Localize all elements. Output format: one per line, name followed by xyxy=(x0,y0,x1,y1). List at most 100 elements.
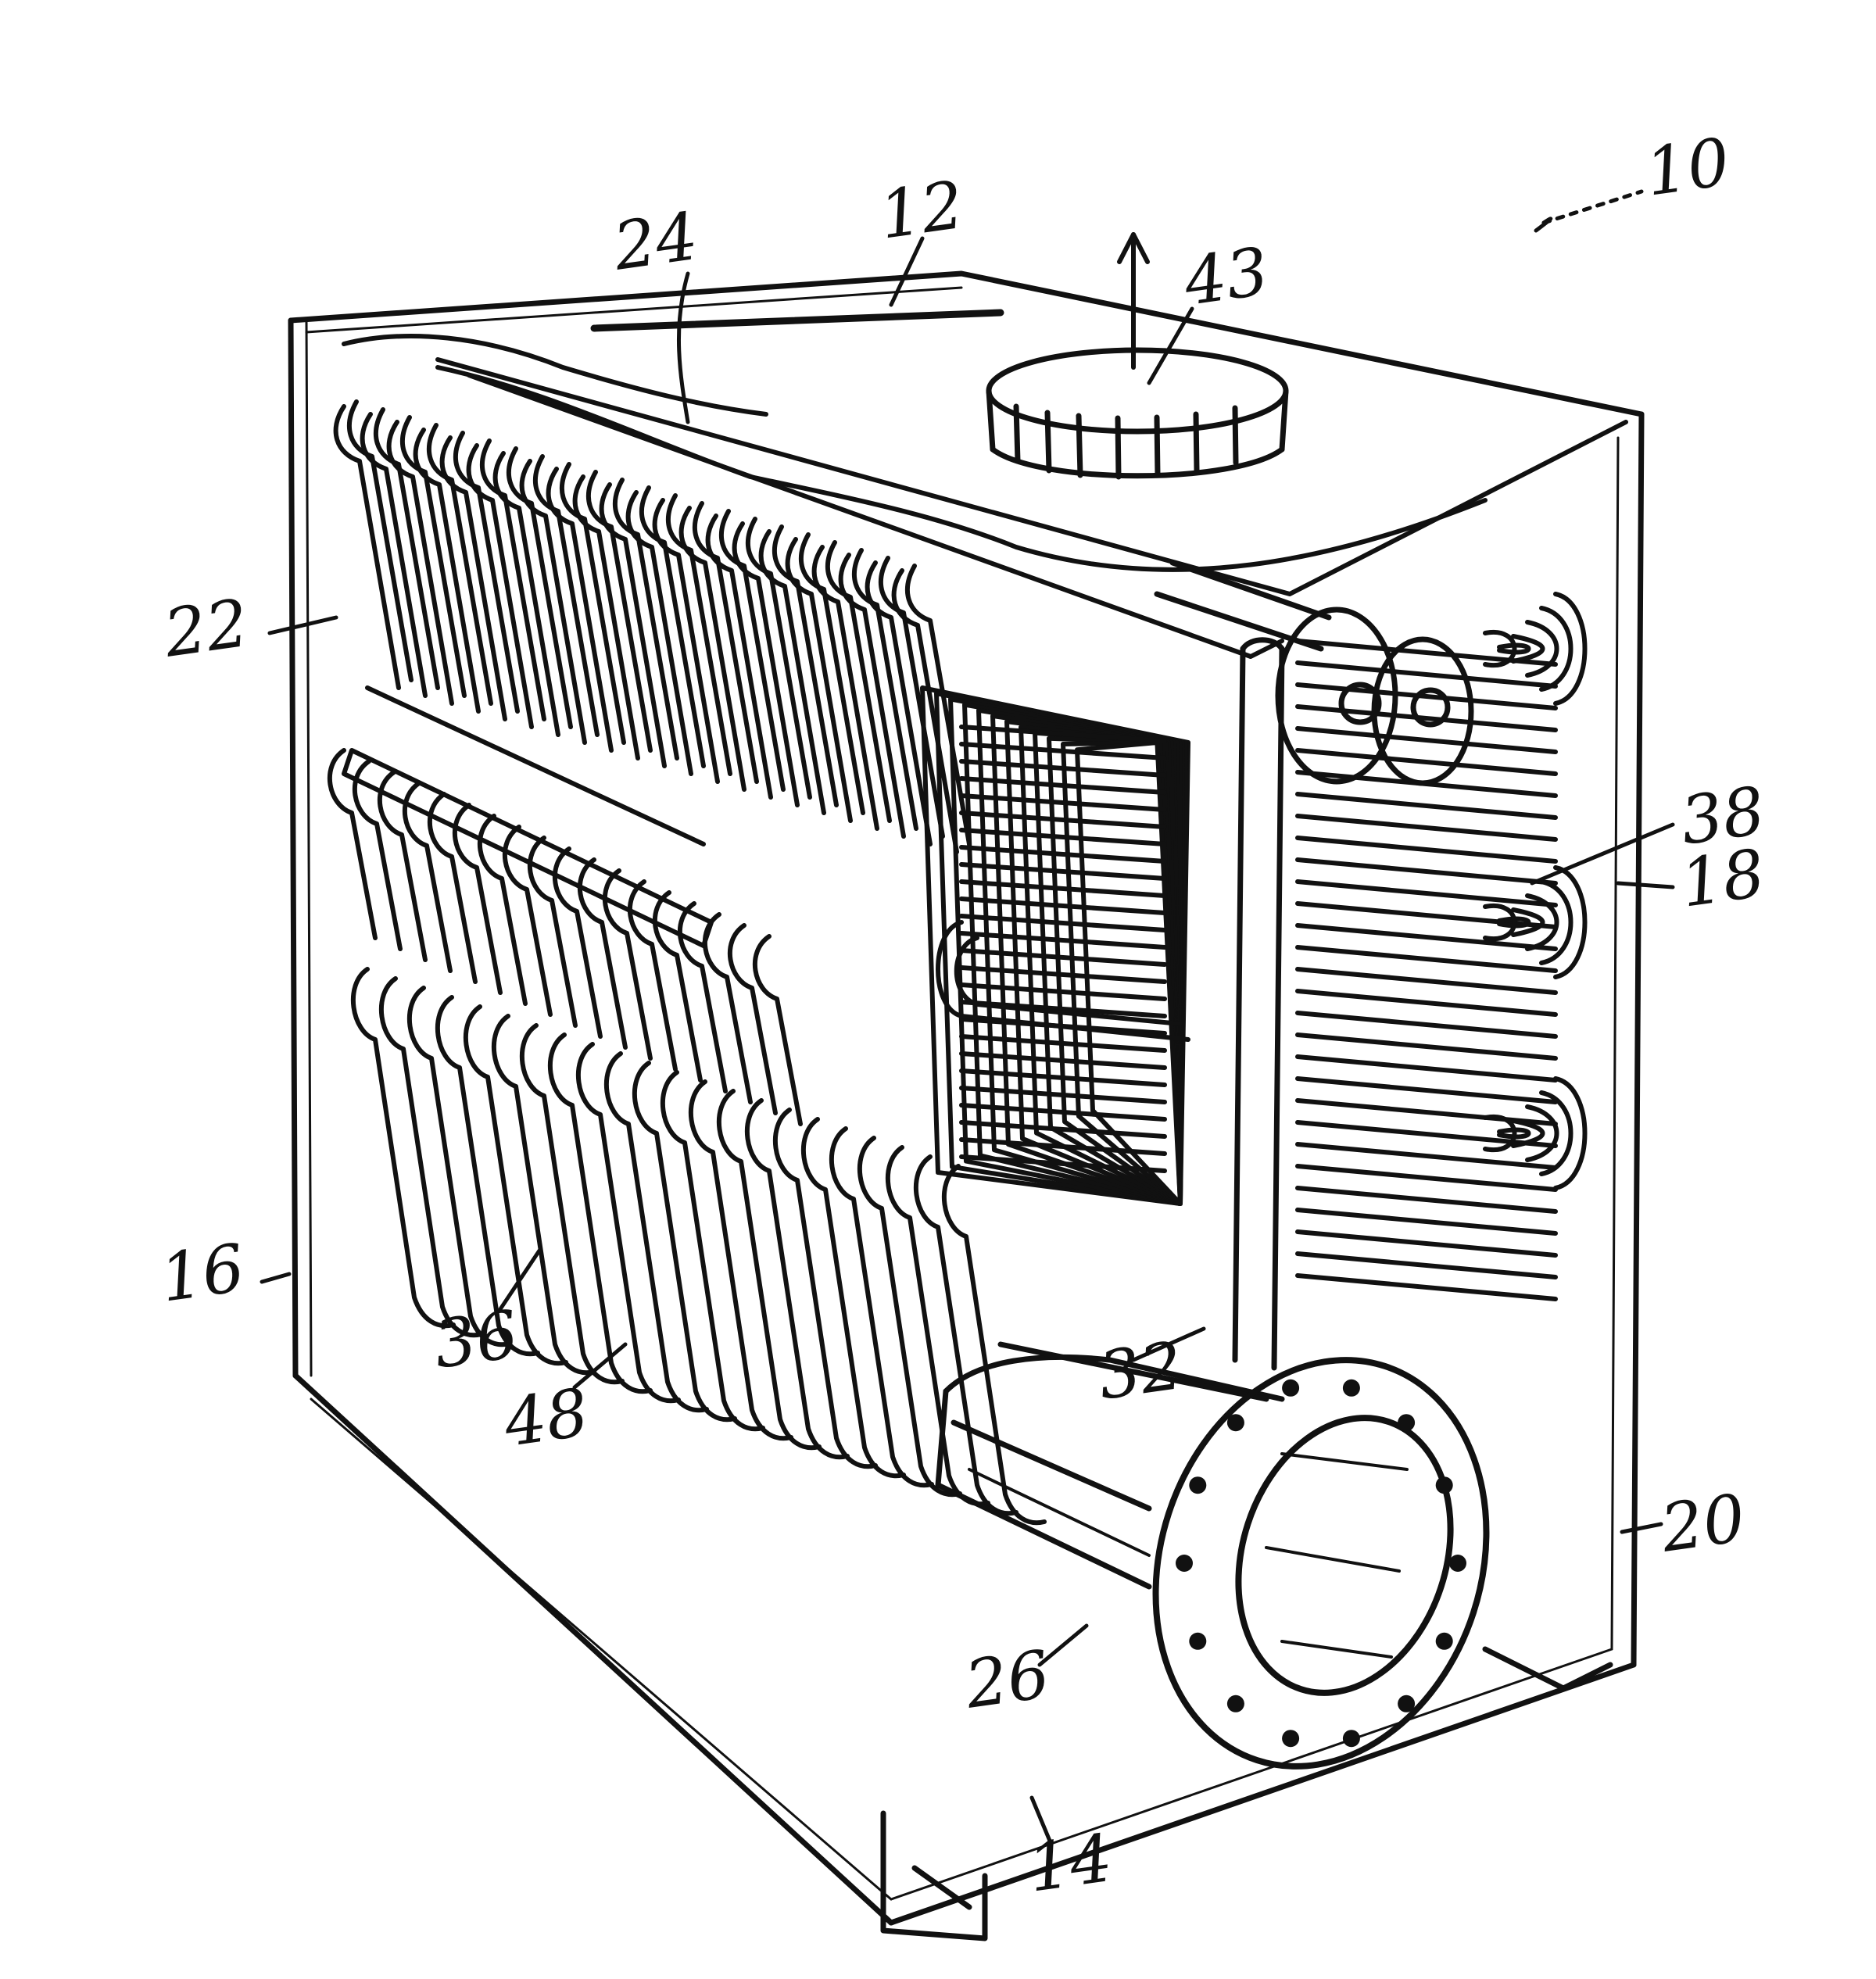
lower-tube xyxy=(857,1136,962,1498)
bolt-hole xyxy=(1189,1632,1207,1650)
right-coil-bend xyxy=(1497,642,1531,655)
middle-tube xyxy=(403,781,453,973)
front-coil-run xyxy=(959,1034,1167,1053)
lower-tube xyxy=(688,1079,793,1441)
right-coil-run xyxy=(1295,748,1558,776)
cabinet-outline xyxy=(288,270,1645,1941)
front-coil-run xyxy=(959,1068,1167,1087)
right-coil-run xyxy=(1295,879,1558,907)
right-coil-run xyxy=(1295,1054,1558,1083)
flue-outlet xyxy=(986,347,1289,480)
upper-tube xyxy=(466,443,534,729)
upper-tube xyxy=(732,521,800,807)
upper-tube xyxy=(799,532,865,815)
right-coil-bend xyxy=(1525,1104,1559,1162)
burner-flange xyxy=(1152,1357,1490,1770)
front-coil-run xyxy=(959,914,1167,932)
upper-tube xyxy=(400,415,467,698)
upper-tube xyxy=(453,431,520,714)
middle-tube xyxy=(728,923,778,1115)
front-coil-run xyxy=(959,776,1167,795)
upper-tube xyxy=(852,548,918,831)
flue-arrow-icon xyxy=(1117,232,1150,370)
upper-tube xyxy=(652,498,720,784)
bolt-hole xyxy=(1435,1632,1453,1650)
upper-tube xyxy=(492,451,560,737)
middle-tube xyxy=(503,825,553,1017)
label-tube-bank-36: 36 xyxy=(429,1296,522,1383)
right-coil-run xyxy=(1295,682,1558,710)
upper-tube xyxy=(386,420,454,706)
header-fittings xyxy=(1154,560,1474,786)
right-coil-run xyxy=(1295,1251,1558,1279)
right-coil-run xyxy=(1295,901,1558,929)
right-coil-run xyxy=(1295,792,1558,820)
right-coil-run xyxy=(1295,945,1558,973)
label-right-side-wall: 18 xyxy=(1676,835,1769,922)
lower-tube xyxy=(406,986,512,1347)
lower-tube xyxy=(435,995,540,1357)
lower-tube xyxy=(547,1032,653,1394)
right-coil-run xyxy=(1295,726,1558,754)
middle-tube xyxy=(328,748,378,940)
label-left-side-wall: 16 xyxy=(156,1229,249,1317)
bolt-hole xyxy=(1226,1414,1244,1432)
right-coil-run xyxy=(1295,1273,1558,1301)
right-coil-run xyxy=(1295,923,1558,951)
bolt-hole xyxy=(1449,1555,1466,1572)
bolt-hole xyxy=(1282,1730,1300,1748)
label-flue-outlet: 43 xyxy=(1179,233,1273,320)
upper-tube xyxy=(572,474,640,760)
front-coil-run xyxy=(959,811,1167,829)
right-coil-run xyxy=(1295,1076,1558,1104)
bolt-hole xyxy=(1435,1476,1453,1494)
label-top-cutaway: 24 xyxy=(608,198,702,285)
right-coil-run xyxy=(1295,660,1558,689)
middle-tube xyxy=(453,803,503,995)
upper-tube xyxy=(560,462,626,745)
front-coil-run xyxy=(959,828,1167,846)
middle-tube xyxy=(528,836,578,1028)
upper-tube xyxy=(905,564,972,846)
right-coil-run xyxy=(1295,1142,1558,1170)
bolt-hole xyxy=(1189,1476,1207,1494)
lower-tube xyxy=(575,1042,681,1404)
bolt-hole xyxy=(1342,1379,1360,1397)
right-coil-run xyxy=(1295,1164,1558,1192)
front-serpentine-coils xyxy=(920,685,1190,1206)
lower-tube xyxy=(941,1164,1047,1526)
lower-tube xyxy=(829,1126,934,1488)
burner-tube xyxy=(935,1341,1285,1590)
upper-tube xyxy=(693,501,759,784)
upper-tube xyxy=(811,545,879,831)
lower-tube xyxy=(772,1108,878,1469)
upper-tube xyxy=(374,407,440,690)
bolt-hole xyxy=(1342,1730,1360,1748)
right-coil-run xyxy=(1295,989,1558,1017)
front-coil-run xyxy=(959,1154,1167,1173)
right-coil-bend xyxy=(1539,1090,1573,1176)
middle-tube xyxy=(378,770,428,962)
front-coil-loop xyxy=(1075,740,1183,1206)
upper-tube xyxy=(333,404,401,690)
middle-tube xyxy=(578,857,628,1050)
front-coil-bend xyxy=(936,920,1190,1042)
lower-tube xyxy=(660,1070,765,1432)
right-coil-bend xyxy=(1511,907,1545,937)
front-coil-run xyxy=(959,862,1167,881)
right-coil-bend xyxy=(1497,1127,1531,1140)
upper-tube xyxy=(758,529,826,815)
upper-tube xyxy=(586,470,653,753)
upper-tube xyxy=(519,459,587,745)
right-coil-bend xyxy=(1539,879,1573,965)
right-coil-run xyxy=(1295,1120,1558,1148)
upper-tube xyxy=(533,454,600,737)
upper-tube xyxy=(480,438,546,721)
upper-tube xyxy=(439,435,507,721)
lower-tube xyxy=(800,1117,906,1479)
middle-tube xyxy=(553,846,603,1039)
lower-tube xyxy=(716,1089,822,1451)
bolt-hole xyxy=(1398,1694,1416,1712)
label-rear-wall: 22 xyxy=(159,585,252,672)
upper-tube xyxy=(891,568,959,854)
